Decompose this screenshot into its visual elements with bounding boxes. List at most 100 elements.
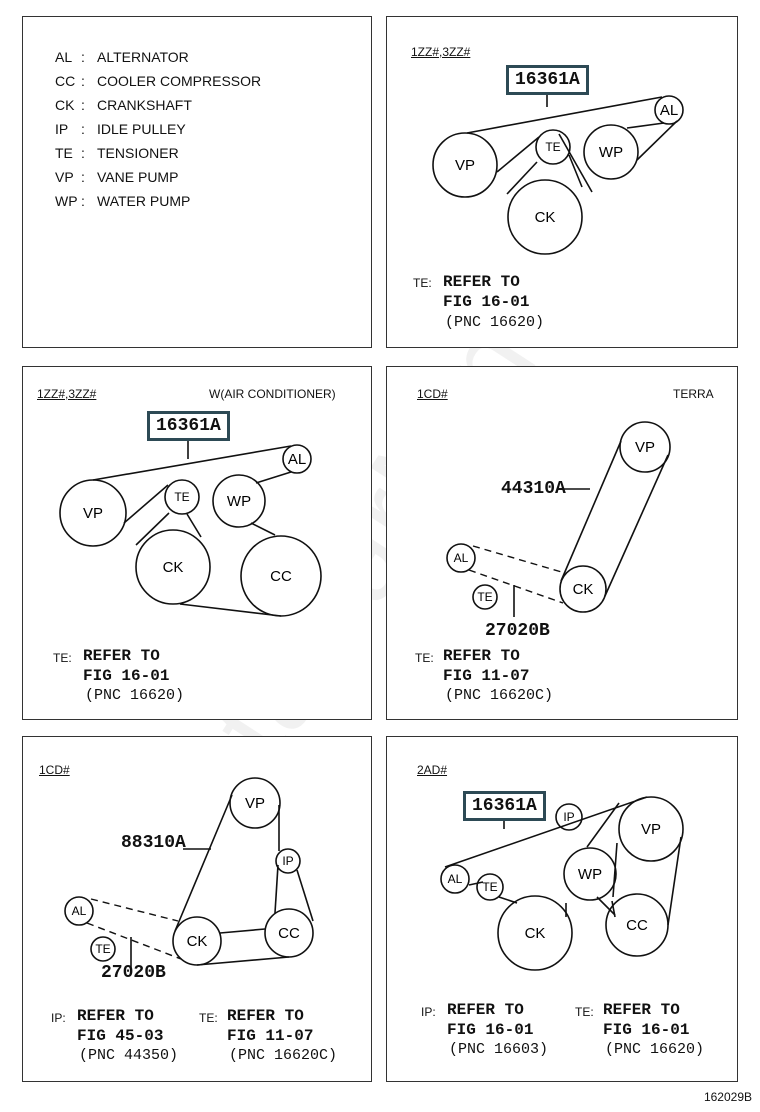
part-number-box[interactable]: 16361A [463, 791, 546, 821]
legend-code: IP [55, 121, 69, 137]
ref-b-line-1[interactable]: REFER TO [603, 1001, 680, 1019]
legend-separator: : [81, 97, 85, 113]
engine-label: 1CD# [39, 763, 70, 777]
ref-b-line-2[interactable]: FIG 16-01 [603, 1021, 690, 1039]
ref-line-2[interactable]: FIG 16-01 [83, 667, 170, 685]
legend-code: WP [55, 193, 78, 209]
legend-separator: : [81, 169, 85, 185]
pulley-ip: IP [563, 810, 574, 824]
panel-1zz-3zz: VP AL TE WP CK 1ZZ#,3ZZ# 16361A TE: REFE… [386, 16, 738, 348]
tensioner-part-number[interactable]: 27020B [101, 963, 166, 983]
pulley-ck: CK [187, 933, 208, 950]
ref-b-line-3: (PNC 16620) [605, 1041, 705, 1058]
variant-label: W(AIR CONDITIONER) [209, 387, 336, 401]
engine-label: 2AD# [417, 763, 448, 777]
ref-a-line-3: (PNC 16603) [449, 1041, 549, 1058]
legend-separator: : [81, 73, 85, 89]
pulley-vp: VP [455, 157, 475, 174]
ref-line-1[interactable]: REFER TO [83, 647, 160, 665]
engine-label: 1ZZ#,3ZZ# [37, 387, 97, 401]
panel-1cd: VP IP CC CK AL TE 1CD# 88310A 27020B IP:… [22, 736, 372, 1082]
legend-name: VANE PUMP [97, 169, 179, 185]
pulley-cc: CC [278, 925, 300, 942]
legend-separator: : [81, 121, 85, 137]
ref-line-3: (PNC 16620) [85, 687, 185, 704]
pulley-wp: WP [227, 493, 251, 510]
legend-separator: : [81, 193, 85, 209]
legend-code: CK [55, 97, 75, 113]
pulley-vp: VP [245, 795, 265, 812]
ref-label: TE: [53, 651, 72, 665]
pulley-te: TE [477, 590, 492, 604]
pulley-te: TE [482, 880, 497, 894]
pulley-ip: IP [282, 854, 293, 868]
ref-a-line-1[interactable]: REFER TO [77, 1007, 154, 1025]
legend-panel: AL: ALTERNATOR CC: COOLER COMPRESSOR CK: CRAN… [22, 16, 372, 348]
ref-label: TE: [413, 276, 432, 290]
ref-a-line-1[interactable]: REFER TO [447, 1001, 524, 1019]
belt-part-number[interactable]: 88310A [121, 833, 186, 853]
legend-code: CC [55, 73, 76, 89]
ref-a-label: IP: [51, 1011, 66, 1025]
pulley-al: AL [660, 102, 678, 119]
pulley-ck: CK [573, 581, 594, 598]
pulley-vp: VP [83, 505, 103, 522]
pulley-te: TE [174, 490, 189, 504]
ref-b-line-2[interactable]: FIG 11-07 [227, 1027, 314, 1045]
ref-line-2[interactable]: FIG 16-01 [443, 293, 530, 311]
part-number-box[interactable]: 16361A [506, 65, 589, 95]
ref-b-line-1[interactable]: REFER TO [227, 1007, 304, 1025]
legend-code: AL [55, 49, 73, 65]
pulley-ck: CK [535, 209, 556, 226]
ref-line-3: (PNC 16620C) [445, 687, 554, 704]
ref-b-line-3: (PNC 16620C) [229, 1047, 338, 1064]
panel-1zz-3zz-ac: VP AL TE WP CK CC 1ZZ#,3ZZ# W(AIR CONDIT… [22, 366, 372, 720]
pulley-vp: VP [635, 439, 655, 456]
ref-b-label: TE: [199, 1011, 218, 1025]
ref-line-2[interactable]: FIG 11-07 [443, 667, 530, 685]
pulley-ck: CK [163, 559, 184, 576]
legend-name: IDLE PULLEY [97, 121, 186, 137]
belt-diagram-1: VP AL TE WP CK [432, 89, 684, 255]
legend-name: CRANKSHAFT [97, 97, 192, 113]
ref-line-1[interactable]: REFER TO [443, 647, 520, 665]
pulley-wp: WP [599, 144, 623, 161]
belt-diagram-2: VP AL TE WP CK CC [59, 439, 322, 617]
pulley-al: AL [448, 872, 463, 886]
part-number-box[interactable]: 16361A [147, 411, 230, 441]
pulley-ck: CK [525, 925, 546, 942]
legend-code: TE [55, 145, 73, 161]
engine-label: 1ZZ#,3ZZ# [411, 45, 471, 59]
belt-diagram-5: VP IP AL TE WP CK CC [440, 796, 684, 971]
legend-name: TENSIONER [97, 145, 179, 161]
pulley-wp: WP [578, 866, 602, 883]
tensioner-part-number[interactable]: 27020B [485, 621, 550, 641]
pulley-te: TE [95, 942, 110, 956]
pulley-al: AL [454, 551, 469, 565]
ref-a-label: IP: [421, 1005, 436, 1019]
belt-diagram-4: VP IP CC CK AL TE [64, 777, 314, 969]
variant-label: TERRA [673, 387, 714, 401]
pulley-te: TE [545, 140, 560, 154]
legend-name: COOLER COMPRESSOR [97, 73, 262, 89]
legend-separator: : [81, 145, 85, 161]
pulley-vp: VP [641, 821, 661, 838]
legend-name: ALTERNATOR [97, 49, 189, 65]
pulley-al: AL [72, 904, 87, 918]
ref-label: TE: [415, 651, 434, 665]
pulley-cc: CC [270, 568, 292, 585]
belt-diagram-3: VP CK AL TE [446, 421, 671, 617]
legend-separator: : [81, 49, 85, 65]
ref-a-line-2[interactable]: FIG 45-03 [77, 1027, 164, 1045]
figure-id: 162029B [703, 1090, 752, 1104]
ref-line-1[interactable]: REFER TO [443, 273, 520, 291]
panel-1cd-terra: VP CK AL TE 1CD# TERRA 44310A 27020B TE:… [386, 366, 738, 720]
panel-2ad: VP IP AL TE WP CK CC 2AD# 16361A IP: REF… [386, 736, 738, 1082]
ref-a-line-2[interactable]: FIG 16-01 [447, 1021, 534, 1039]
legend-name: WATER PUMP [97, 193, 191, 209]
ref-a-line-3: (PNC 44350) [79, 1047, 179, 1064]
ref-b-label: TE: [575, 1005, 594, 1019]
belt-part-number[interactable]: 44310A [501, 479, 566, 499]
ref-line-3: (PNC 16620) [445, 314, 545, 331]
pulley-cc: CC [626, 917, 648, 934]
